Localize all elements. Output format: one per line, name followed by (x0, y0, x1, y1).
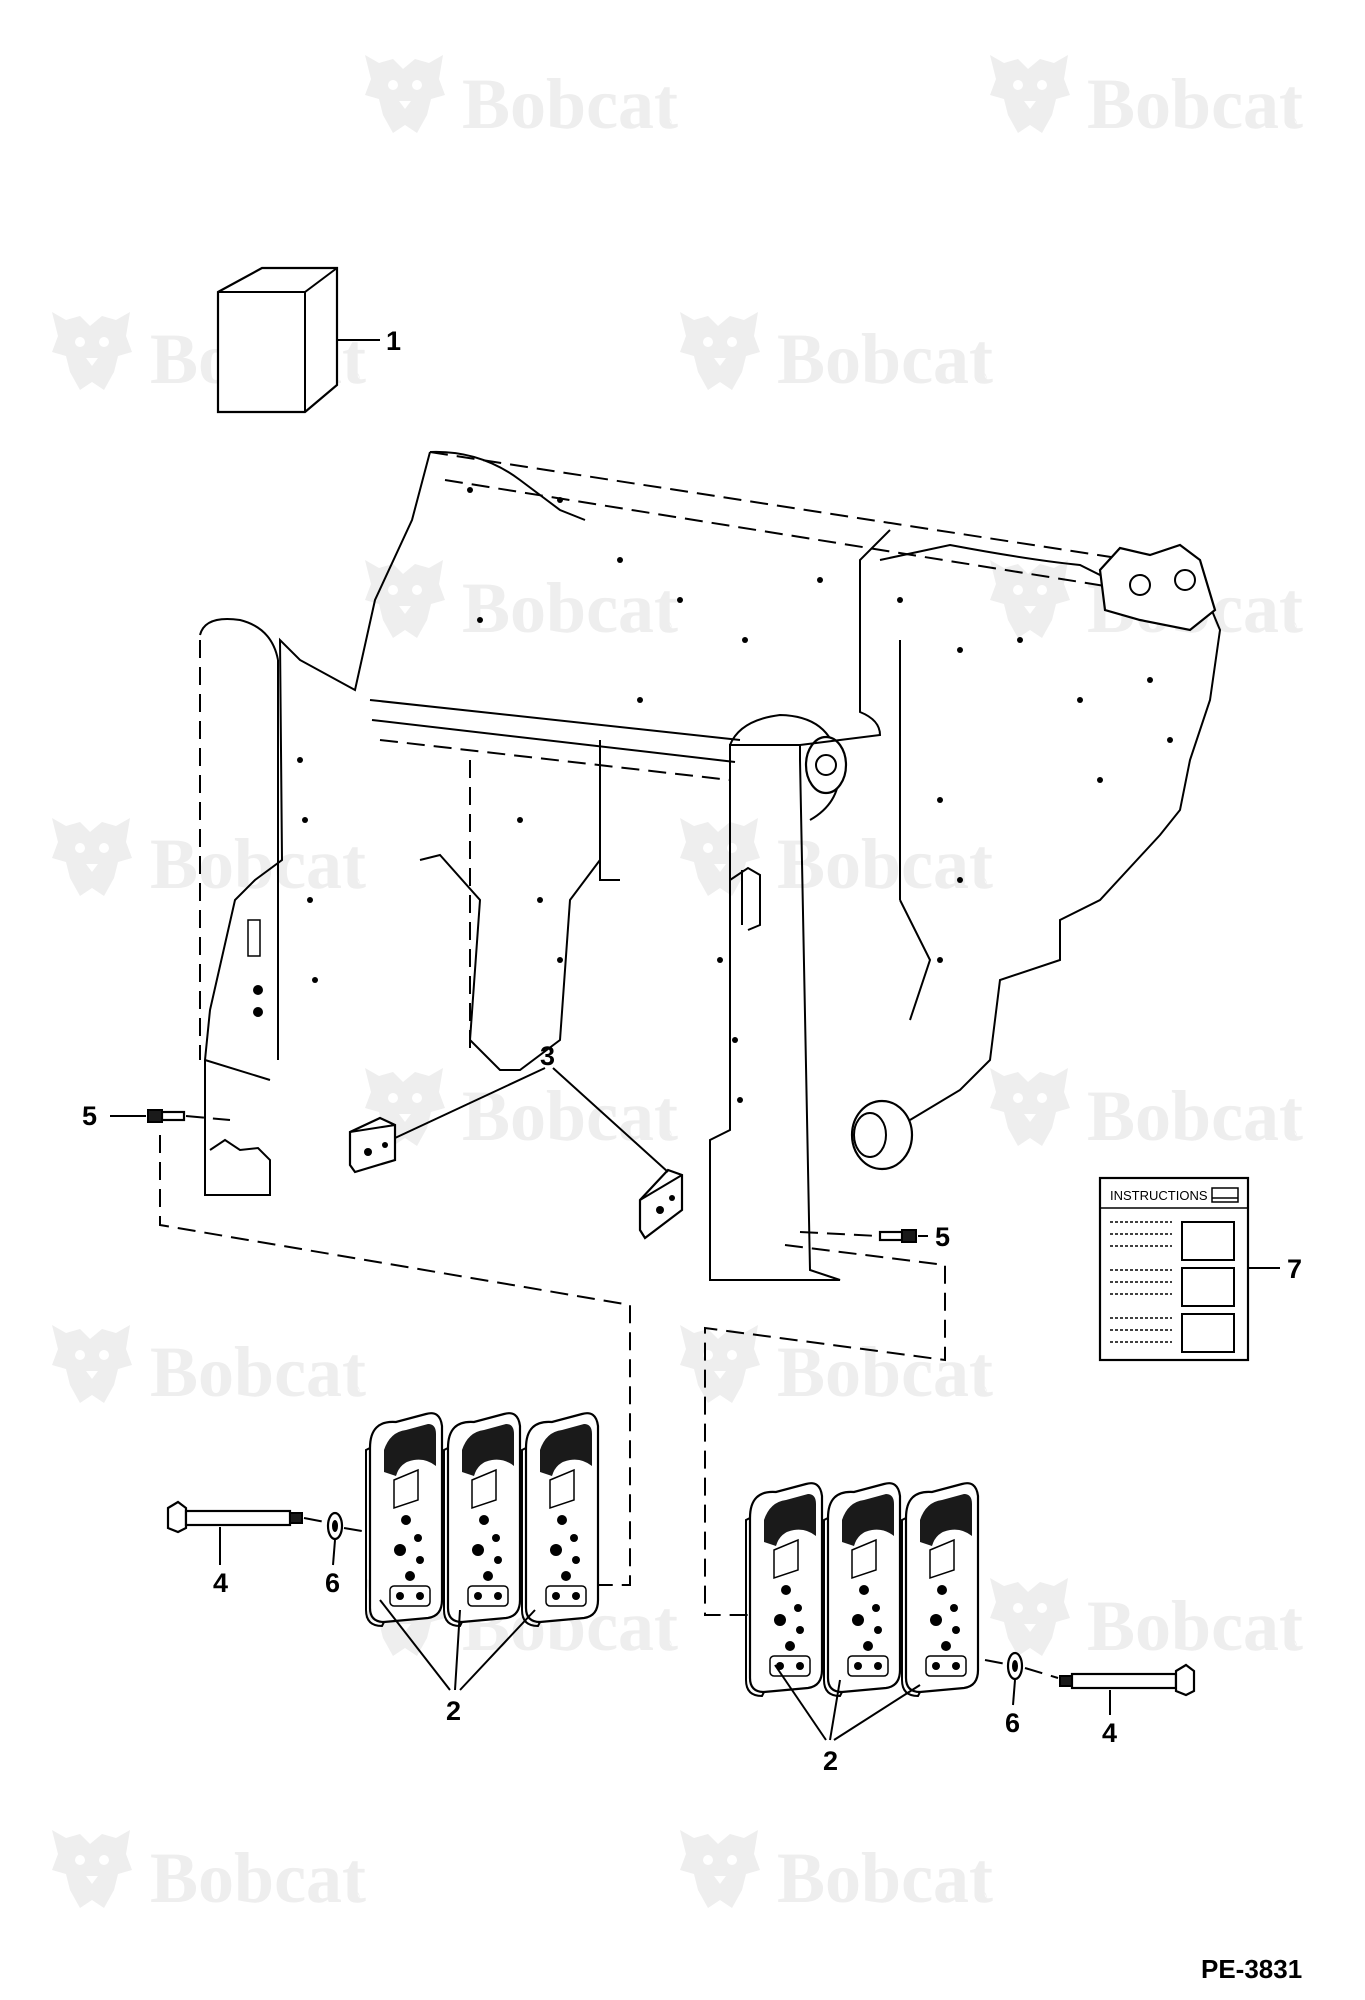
bobcat-head-icon (365, 560, 445, 638)
watermark-row-8: Bobcat ® Bobcat ® (52, 1830, 993, 1918)
part-mounting-block-left (348, 1116, 397, 1174)
watermark-text: Bobcat (462, 568, 678, 648)
instructions-title: INSTRUCTIONS (1110, 1188, 1208, 1203)
part-kit-box (216, 266, 380, 414)
callout-4b: 4 (1102, 1718, 1117, 1748)
bobcat-head-icon (680, 1830, 760, 1908)
callout-labels: 1 2 2 3 4 4 5 5 6 6 7 (82, 326, 1302, 1776)
bobcat-head-icon (365, 55, 445, 133)
part-long-bolt-left (166, 1500, 326, 1565)
leader-line-3a (394, 1067, 546, 1139)
part-instructions-sheet: INSTRUCTIONS (1098, 1176, 1280, 1362)
watermark-text: Bobcat (1087, 1586, 1303, 1666)
bobcat-head-icon (990, 1068, 1070, 1146)
part-weight-stack-right (744, 1482, 980, 1698)
watermark-text: Bobcat (777, 1838, 993, 1918)
bobcat-head-icon (990, 1578, 1070, 1656)
watermark-reg: ® (348, 1383, 360, 1400)
watermark-text: Bobcat (777, 319, 993, 399)
instructions-text-lines (1110, 1221, 1172, 1343)
watermark-reg: ® (660, 1127, 672, 1144)
part-long-bolt-right (1024, 1663, 1196, 1715)
frame-holes (297, 487, 1173, 1103)
watermark-row-2: Bobcat ® Bobcat ® (52, 312, 993, 399)
assembly-path-left (159, 1135, 631, 1586)
watermark-row-4: Bobcat ® Bobcat ® (52, 818, 993, 904)
watermark-reg: ® (975, 875, 987, 892)
callout-2a: 2 (446, 1696, 461, 1726)
callout-3: 3 (540, 1041, 555, 1071)
leader-line-2a-3 (459, 1609, 536, 1691)
watermark-reg: ® (348, 875, 360, 892)
leader-line-2a-2 (454, 1609, 461, 1691)
watermark-text: Bobcat (462, 64, 678, 144)
watermark-text: Bobcat (150, 1332, 366, 1412)
callout-1: 1 (386, 326, 401, 356)
leader-line-2b-3 (833, 1684, 921, 1741)
bobcat-head-icon (680, 1325, 760, 1403)
assembly-path-right (704, 1244, 946, 1616)
watermark-row-6: Bobcat ® Bobcat ® (52, 1325, 993, 1412)
watermark-reg: ® (348, 1889, 360, 1906)
part-washer-left (326, 1511, 369, 1566)
callout-6b: 6 (1005, 1708, 1020, 1738)
leader-line-3b (552, 1067, 669, 1173)
watermark-row-5: Bobcat ® Bobcat ® (365, 1068, 1303, 1156)
watermark-text: Bobcat (462, 1076, 678, 1156)
leader-line-2a-1 (379, 1599, 451, 1691)
watermark-reg: ® (975, 1383, 987, 1400)
watermark-reg: ® (1285, 1637, 1297, 1654)
document-code: PE-3831 (1201, 1954, 1302, 1984)
watermark-reg: ® (660, 1637, 672, 1654)
part-bolt-right (799, 1229, 928, 1243)
watermark-reg: ® (975, 1889, 987, 1906)
leader-line-6a (332, 1539, 336, 1566)
leader-line-2b-1 (774, 1664, 827, 1741)
watermark-text: Bobcat (777, 824, 993, 904)
bobcat-head-icon (990, 55, 1070, 133)
loader-frame (199, 450, 1222, 1281)
part-mounting-block-right (638, 1168, 684, 1240)
callout-5b: 5 (935, 1222, 950, 1252)
watermark-text: Bobcat (150, 1838, 366, 1918)
watermark-text: Bobcat (1087, 64, 1303, 144)
bobcat-head-icon (52, 1325, 132, 1403)
watermark-reg: ® (1285, 619, 1297, 636)
watermark-text: Bobcat (777, 1332, 993, 1412)
callout-2b: 2 (823, 1746, 838, 1776)
bobcat-head-icon (680, 818, 760, 896)
watermark-text: Bobcat (1087, 1076, 1303, 1156)
watermark-reg: ® (975, 370, 987, 387)
callout-5a: 5 (82, 1101, 97, 1131)
watermark-reg: ® (1285, 1127, 1297, 1144)
watermark-reg: ® (660, 619, 672, 636)
bobcat-head-icon (52, 312, 132, 390)
leader-line-6b (1012, 1679, 1016, 1706)
watermark-reg: ® (348, 370, 360, 387)
watermark-reg: ® (660, 115, 672, 132)
bobcat-head-icon (52, 1830, 132, 1908)
callout-6a: 6 (325, 1568, 340, 1598)
watermark-text: Bobcat (150, 824, 366, 904)
callout-4a: 4 (213, 1568, 228, 1598)
watermark-reg: ® (1285, 115, 1297, 132)
part-washer-right (984, 1651, 1024, 1706)
part-weight-stack-left (364, 1412, 600, 1628)
bobcat-head-icon (680, 312, 760, 390)
callout-7: 7 (1287, 1254, 1302, 1284)
leader-line-2b-2 (829, 1679, 841, 1741)
watermark-row-1: Bobcat ® Bobcat ® (365, 55, 1303, 144)
part-bolt-left (110, 1109, 231, 1123)
bobcat-head-icon (990, 560, 1070, 638)
bobcat-head-icon (52, 818, 132, 896)
